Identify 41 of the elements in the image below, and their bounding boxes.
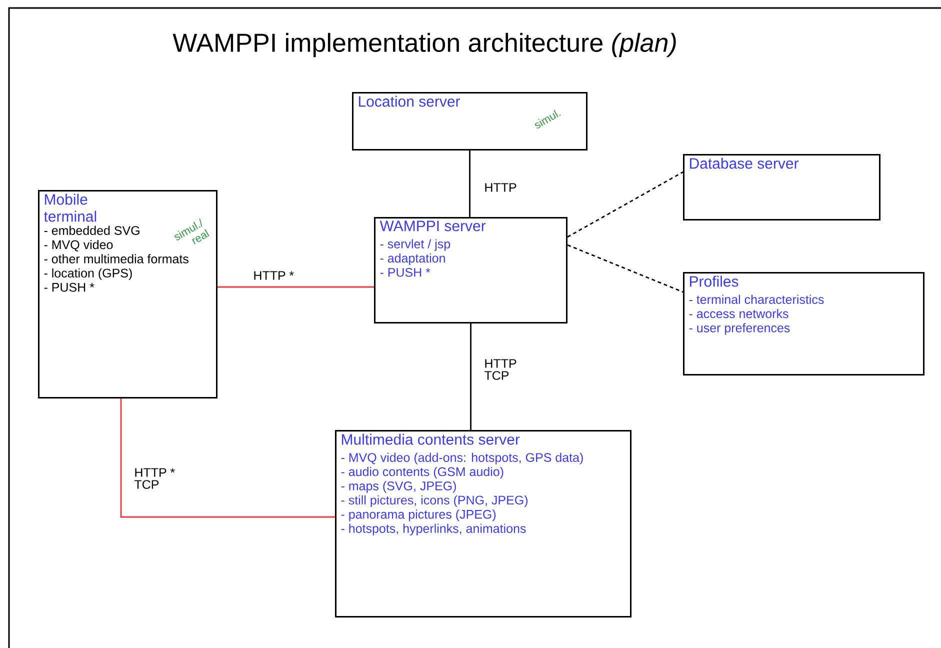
box-heading: Mobile terminal <box>44 194 96 222</box>
edge-label: HTTP TCP <box>484 359 516 380</box>
box-heading: Location server <box>358 96 460 107</box>
list-item: - MVQ video (add-ons: hotspots, GPS data) <box>341 452 583 464</box>
title: WAMPPI implementation architecture (plan) <box>172 32 676 58</box>
list-item: - embedded SVG <box>44 226 140 235</box>
list-item: - PUSH * <box>44 282 94 292</box>
server-box <box>38 190 218 398</box>
edge-label: HTTP * <box>254 271 294 280</box>
edge-label: HTTP * TCP <box>134 468 175 489</box>
list-item: - PUSH * <box>380 268 430 277</box>
box-heading: Profiles <box>690 276 738 287</box>
list-item: - audio contents (GSM audio) <box>341 466 504 479</box>
list-item: - maps (SVG, JPEG) <box>341 481 456 493</box>
list-item: - user preferences <box>689 323 790 335</box>
server-box <box>683 272 925 376</box>
status-tag: simul. <box>534 110 561 129</box>
connector-line <box>567 244 684 293</box>
list-item: - location (GPS) <box>44 268 132 280</box>
box-heading: Multimedia contents server <box>342 434 520 445</box>
server-box <box>335 430 632 618</box>
box-heading: WAMPPI server <box>380 220 486 232</box>
edge-label: HTTP <box>485 183 516 192</box>
list-item: - servlet / jsp <box>380 239 450 251</box>
list-item: - access networks <box>689 308 788 318</box>
connector-line <box>469 150 470 217</box>
connector-line <box>470 324 472 430</box>
server-box <box>352 92 588 150</box>
list-item: - panorama pictures (JPEG) <box>341 510 496 522</box>
list-item: - hotspots, hyperlinks, animations <box>341 524 526 536</box>
server-box <box>374 217 568 324</box>
list-item: - adaptation <box>380 253 445 266</box>
list-item: - other multimedia formats <box>44 254 188 264</box>
connector-line <box>218 286 374 288</box>
list-item: - MVQ video <box>44 240 113 252</box>
list-item: - terminal characteristics <box>689 294 824 304</box>
box-heading: Database server <box>690 158 799 169</box>
connector-line <box>120 398 335 518</box>
server-box <box>683 154 880 220</box>
connector-line <box>567 171 684 238</box>
list-item: - still pictures, icons (PNG, JPEG) <box>341 495 528 508</box>
